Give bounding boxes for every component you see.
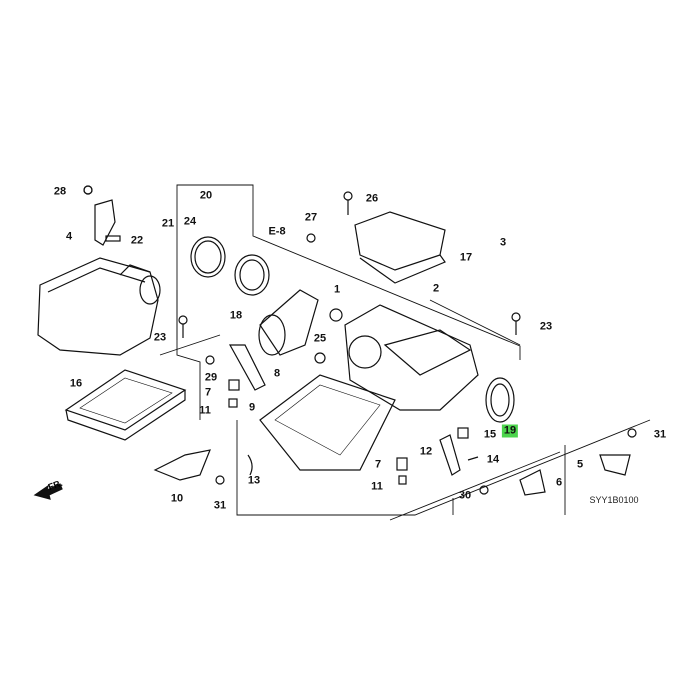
air-cleaner-upper-housing: [37, 257, 161, 356]
callout-label-23: 23: [539, 320, 553, 333]
callout-label-25: 25: [313, 332, 327, 345]
callout-label-9: 9: [248, 401, 256, 414]
callout-label-27: 27: [304, 211, 318, 224]
callout-label-13: 13: [247, 474, 261, 487]
reference-lines: [159, 184, 651, 521]
sensor-part: [83, 185, 121, 246]
callout-label-30: 30: [458, 489, 472, 502]
callout-label-15: 15: [483, 428, 497, 441]
callout-label-E-8: E-8: [268, 225, 286, 238]
callout-label-12: 12: [419, 445, 433, 458]
callout-label-11: 11: [371, 480, 383, 493]
callout-label-14: 14: [486, 453, 500, 466]
callout-label-18: 18: [229, 309, 243, 322]
callout-label-29: 29: [204, 371, 218, 384]
callout-label-31: 31: [213, 499, 227, 512]
callout-label-6: 6: [555, 476, 563, 489]
callout-label-24: 24: [183, 215, 197, 228]
diagram-code: SYY1B0100: [589, 495, 639, 505]
callout-label-8: 8: [273, 367, 281, 380]
callout-label-10: 10: [170, 492, 184, 505]
intake-clamp-and-tube: [190, 236, 319, 356]
callout-label-31: 31: [653, 428, 667, 441]
front-direction-arrow-icon: [33, 483, 63, 500]
callout-label-19: 19: [501, 424, 519, 438]
callout-label-22: 22: [130, 234, 144, 247]
callout-label-21: 21: [161, 217, 175, 230]
callout-label-26: 26: [365, 192, 379, 205]
callout-label-1: 1: [333, 283, 341, 296]
callout-label-23: 23: [153, 331, 167, 344]
callout-label-7: 7: [204, 386, 212, 399]
callout-label-3: 3: [499, 236, 507, 249]
callout-label-7: 7: [374, 458, 382, 471]
callout-label-5: 5: [576, 458, 584, 471]
callout-label-11: 11: [199, 404, 211, 417]
callout-label-28: 28: [53, 185, 67, 198]
callout-label-2: 2: [432, 282, 440, 295]
air-filter-element: [64, 369, 187, 441]
callout-label-17: 17: [459, 251, 473, 264]
air-cleaner-main-housing: [259, 211, 515, 471]
callout-label-20: 20: [199, 189, 213, 202]
callout-label-16: 16: [69, 377, 83, 390]
callout-label-4: 4: [65, 230, 73, 243]
small-hardware: [83, 185, 637, 496]
